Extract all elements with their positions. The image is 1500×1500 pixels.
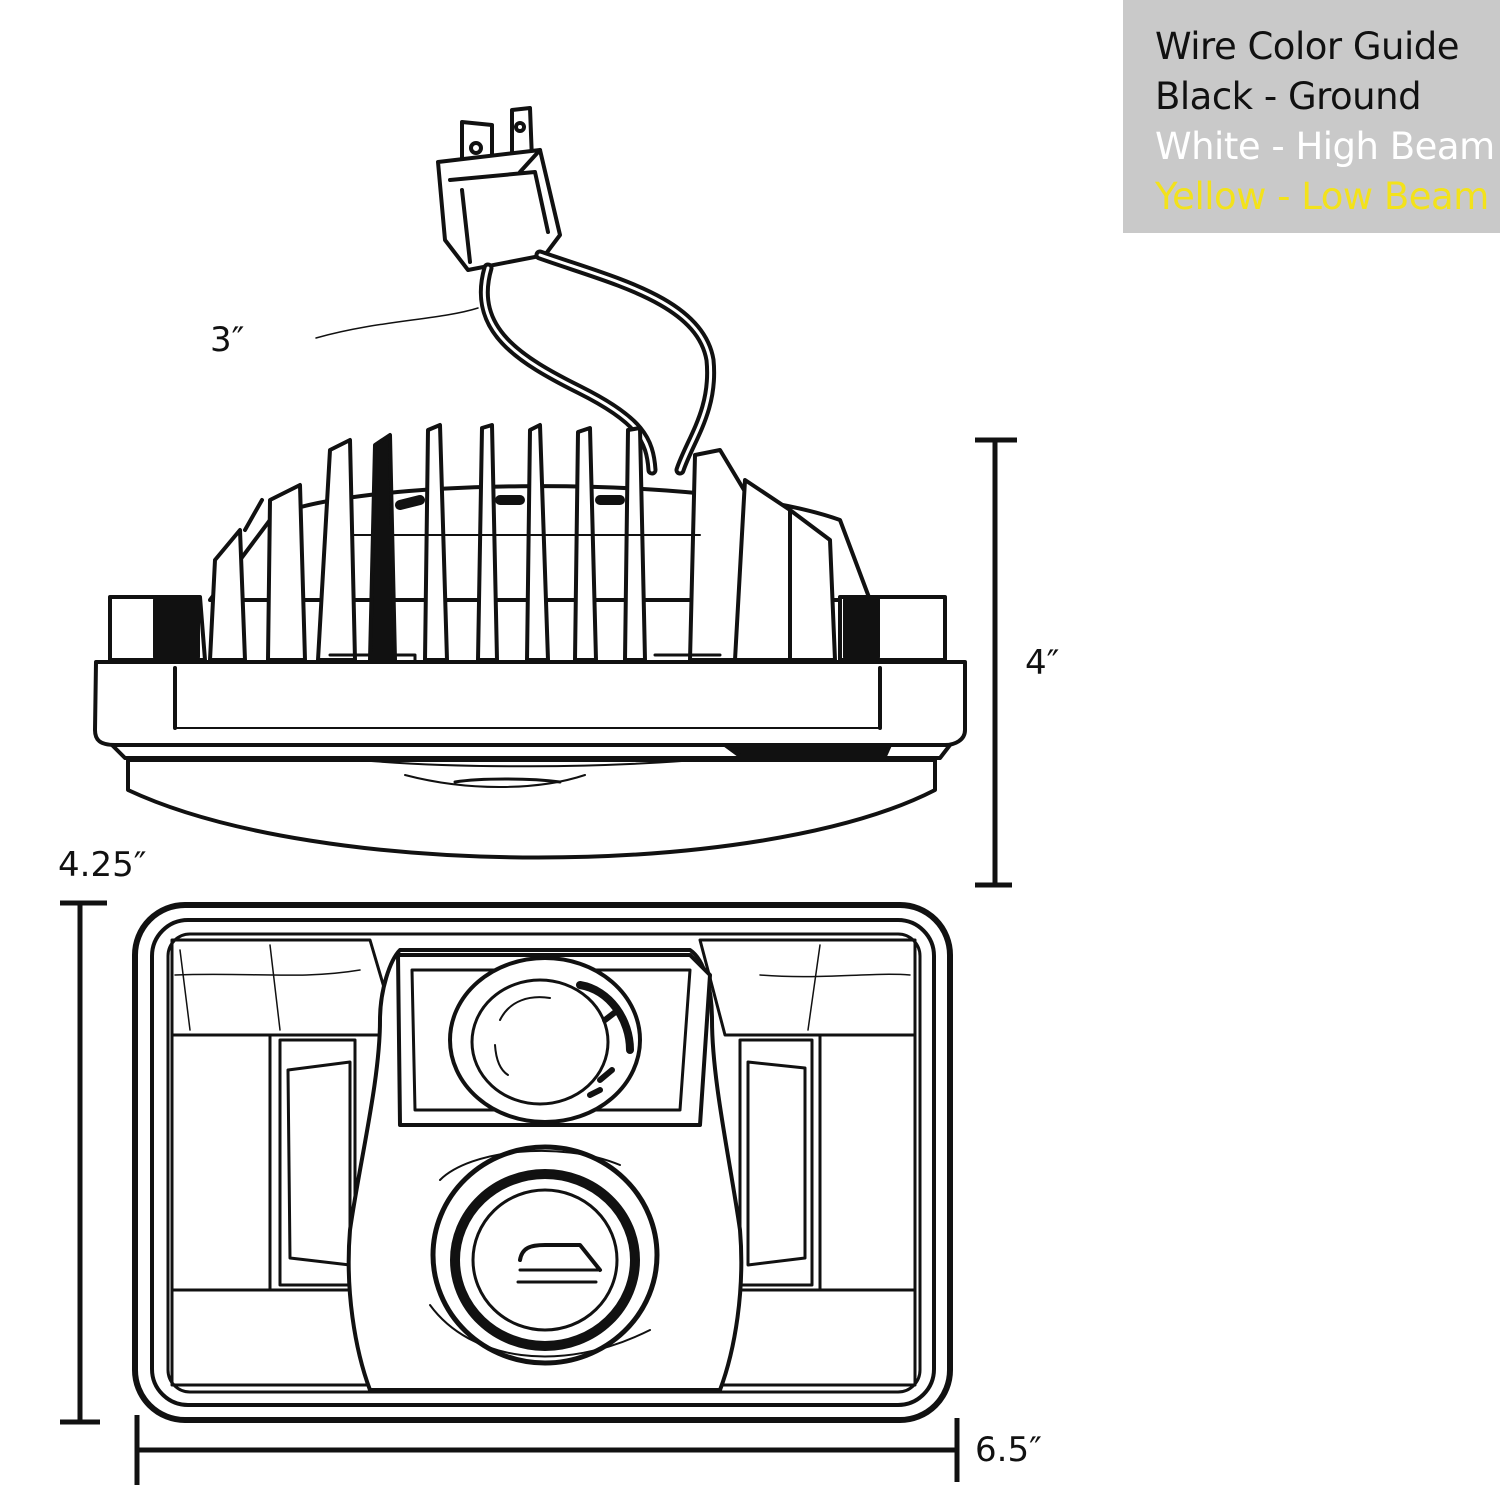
wire-harness <box>478 249 717 476</box>
depth-leader-line <box>315 307 479 339</box>
heatsink <box>208 423 872 670</box>
front-height-label: 4.25″ <box>58 845 147 885</box>
wire-color-guide: Wire Color Guide Black - Ground White - … <box>1123 0 1500 233</box>
housing-flange <box>93 595 967 760</box>
width-dimension-line <box>134 1415 960 1485</box>
lens-dome <box>126 757 937 860</box>
wire-entry-black: Black - Ground <box>1155 75 1422 118</box>
low-beam-projector-lens <box>429 1144 660 1366</box>
side-height-label: 4″ <box>1025 643 1060 683</box>
front-view <box>132 902 953 1423</box>
front-height-dimension-line <box>60 900 107 1425</box>
wire-entry-white: White - High Beam <box>1155 125 1495 168</box>
dimension-lines <box>60 437 1017 1485</box>
front-bezel-inner <box>150 918 936 1407</box>
width-label: 6.5″ <box>975 1430 1042 1470</box>
side-height-dimension-line <box>975 437 1017 888</box>
side-view <box>93 106 967 860</box>
wire-color-guide-title: Wire Color Guide <box>1155 25 1460 68</box>
h4-plug-connector <box>436 106 562 272</box>
high-beam-projector-lens <box>448 956 642 1124</box>
wire-entry-yellow: Yellow - Low Beam <box>1155 175 1489 218</box>
depth-label: 3″ <box>210 320 245 360</box>
